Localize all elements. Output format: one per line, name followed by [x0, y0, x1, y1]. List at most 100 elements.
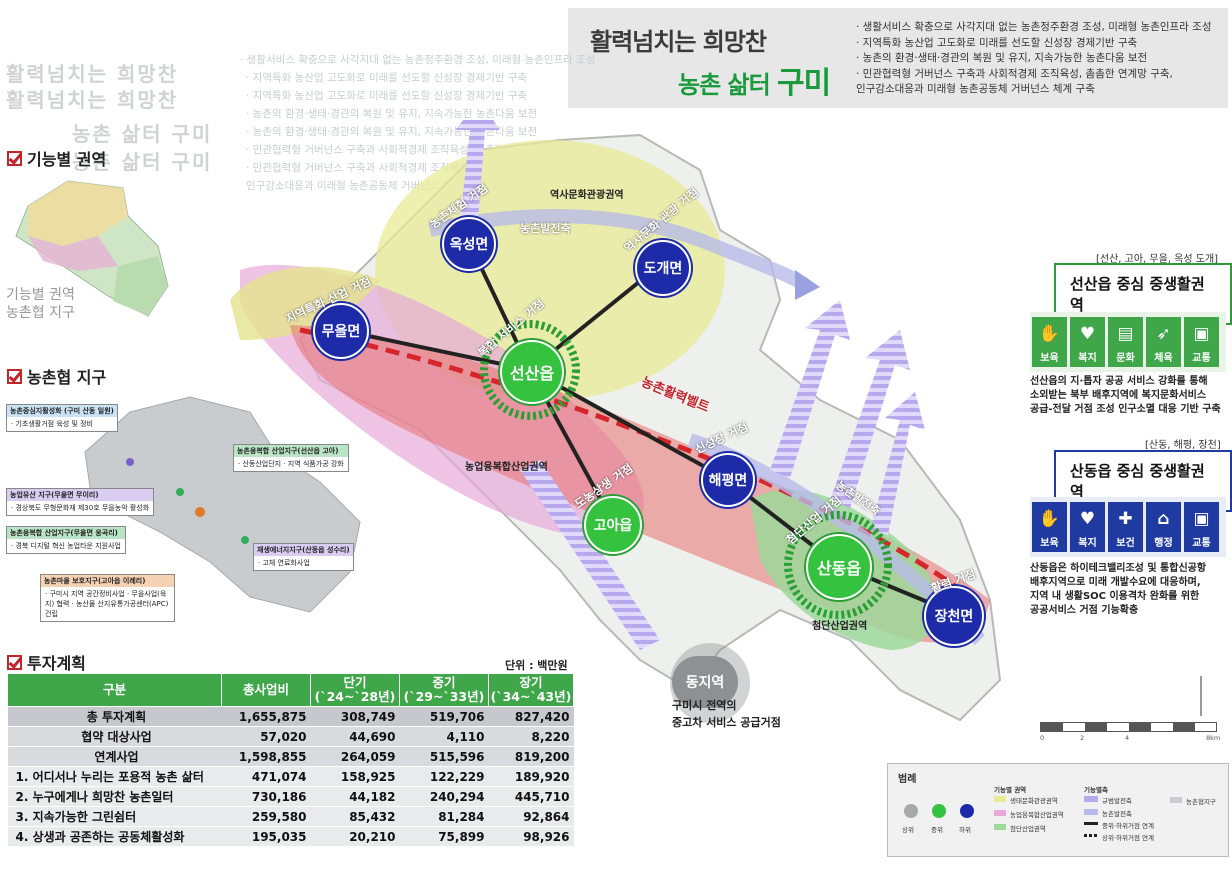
table-cell-name: 협약 대상사업: [7, 726, 222, 747]
ghost-title-b: 활력넘치는 희망찬: [6, 88, 179, 112]
service-label: 행정: [1154, 538, 1173, 549]
table-cell-name: 총 투자계획: [7, 706, 222, 727]
node-mueul: 무을면: [313, 303, 369, 359]
building-icon: ⌂: [1157, 509, 1170, 529]
table-cell-name: 3. 지속가능한 그린쉼터: [7, 806, 222, 827]
table-cell-total: 1,655,875: [221, 706, 311, 727]
node-seonsan: 선산읍: [500, 340, 564, 404]
label-axis: 농촌발전축: [520, 222, 571, 235]
legend-label: 규범발전축: [1102, 797, 1132, 805]
table-cell-total: 730,186: [221, 786, 311, 807]
node-jangcheon: 장천면: [924, 586, 984, 646]
legend-swatch: [1170, 797, 1182, 803]
service-label: 교통: [1192, 538, 1211, 549]
service-label: 보육: [1040, 353, 1059, 364]
legend-label: 생태문화관광권역: [1010, 797, 1058, 805]
label-zone-history: 역사문화관광권역: [550, 190, 624, 201]
zone2-icons: ✋보육♥복지✚보건⌂행정▣교통: [1032, 502, 1219, 552]
bullet-item: 인구감소대응과 미래형 농촌공동체 거버넌스 체계 구축: [856, 83, 1095, 95]
table-cell-long: 819,200: [488, 746, 574, 767]
table-header: 단기 (`24~`28년): [310, 673, 400, 707]
legend-label: 상위: [902, 826, 914, 834]
heart-icon: ♥: [1079, 324, 1096, 344]
legend-swatch: [994, 810, 1006, 816]
service-tile: ▣교통: [1184, 317, 1219, 367]
node-dongjiyeok: 동지역: [672, 656, 738, 708]
runner-icon: ➶: [1156, 324, 1171, 344]
label-dongjiyeok-desc: 중고차 서비스 공급거점: [672, 716, 781, 729]
zone2-desc: 산동읍은 하이테크밸리조성 및 통합신공항 배후지역으로 미래 개발수요에 대응…: [1030, 563, 1207, 616]
zone1-icons: ✋보육♥복지▤문화➶체육▣교통: [1032, 317, 1219, 367]
table-cell-name: 1. 어디서나 누리는 포용적 농촌 삶터: [7, 766, 222, 787]
table-header: 구분: [7, 673, 222, 707]
section-heading-district: 농촌협 지구: [7, 364, 106, 388]
service-tile: ⌂ 행정: [1146, 502, 1181, 552]
ghost-bullet: · 농촌의 환경·생태·경관의 복원 및 유지, 지속가능한 농촌다움 보전: [246, 108, 538, 120]
ghost-bullet: · 지역특화 농산업 고도화로 미래를 선도할 신성장 경제기반 구축: [246, 90, 528, 102]
table-cell-long: 445,710: [488, 786, 574, 807]
book-icon: ▤: [1117, 324, 1134, 344]
train-icon: ▣: [1193, 509, 1210, 529]
ghost-bullet: · 지역특화 농산업 고도화로 미래를 선도할 신성장 경제기반 구축: [246, 72, 528, 84]
node-okseong: 옥성면: [442, 217, 496, 271]
service-label: 복지: [1078, 353, 1097, 364]
node-sandong: 산동읍: [806, 534, 872, 600]
table-cell-short: 44,690: [310, 726, 400, 747]
table-header-row: 구분 총사업비 단기 (`24~`28년) 중기 (`29~`33년) 장기 (…: [7, 673, 574, 707]
service-tile: ▣ 교통: [1184, 502, 1219, 552]
table-header: 총사업비: [221, 673, 311, 707]
north-arrow-icon: [1200, 676, 1202, 716]
node-dogae: 도개면: [635, 240, 691, 296]
legend-label: 중위·하위거점 연계: [1102, 822, 1154, 830]
legend-swatch: [994, 796, 1006, 802]
zone1-icon-panel: ✋보육♥복지▤문화➶체육▣교통: [1030, 312, 1226, 372]
vision-bullets: · 생활서비스 확충으로 사각지대 없는 농촌정주환경 조성, 미래형 농촌인프…: [856, 20, 1226, 98]
legend-label: 상위·하위거점 연계: [1102, 834, 1154, 842]
table-cell-mid: 515,596: [399, 746, 489, 767]
hands-icon: ✋: [1038, 509, 1061, 529]
legend-swatch: [994, 824, 1006, 830]
legend: 범례 상위 중위 하위 기능별 권역 생태문화관광권역 농업융복합산업권역 첨단…: [887, 763, 1229, 857]
section-heading-function: 기능별 권역: [7, 146, 106, 170]
label-zone-agri: 농업융복합산업권역: [465, 462, 548, 473]
ghost-section-text: 기능별 권역: [6, 287, 75, 303]
ghost-section-text: 농촌협 지구: [6, 305, 75, 321]
district-callout: 농업유산 지구(무을면 무이리)· 경상북도 무형문화재 제30호 무을농악 활…: [6, 488, 155, 516]
bullet-item: · 농촌의 환경·생태·경관의 복원 및 유지, 지속가능한 농촌다움 보전: [856, 52, 1148, 64]
train-icon: ▣: [1193, 324, 1210, 344]
table-cell-mid: 122,229: [399, 766, 489, 787]
district-callout: 농촌마을 보호지구(고아읍 이례리)· 구미시 지역 공간정비사업 · 무을사업…: [40, 574, 175, 622]
table-cell-short: 158,925: [310, 766, 400, 787]
service-tile: ✋ 보육: [1032, 502, 1067, 552]
investment-table: 구분 총사업비 단기 (`24~`28년) 중기 (`29~`33년) 장기 (…: [7, 673, 574, 847]
table-header: 중기 (`29~`33년): [399, 673, 489, 707]
table-cell-short: 85,432: [310, 806, 400, 827]
service-label: 문화: [1116, 353, 1135, 364]
service-tile: ✚보건: [1108, 502, 1143, 552]
title-line2: 농촌 삶터 구미: [678, 66, 831, 101]
table-cell-long: 92,864: [488, 806, 574, 827]
legend-swatch: [1084, 834, 1098, 837]
link-line: [339, 328, 531, 372]
checkbox-icon: [7, 150, 22, 166]
hands-icon: ✋: [1038, 324, 1061, 344]
title-panel: 활력넘치는 희망찬 농촌 삶터 구미 · 생활서비스 확충으로 사각지대 없는 …: [568, 8, 1228, 108]
service-tile: ✋ 보육: [1032, 317, 1067, 367]
table-cell-mid: 81,284: [399, 806, 489, 827]
function-zone-minimap: [15, 180, 169, 317]
legend-swatch: [1084, 809, 1098, 815]
table-cell-name: 4. 상생과 공존하는 공동체활성화: [7, 826, 222, 847]
service-label: 보육: [1040, 538, 1059, 549]
legend-dot-grey: [904, 804, 918, 818]
legend-dot-blue: [960, 804, 974, 818]
legend-dot-green: [932, 804, 946, 818]
link-line: [529, 368, 726, 480]
service-tile: ▤ 문화: [1108, 317, 1143, 367]
district-callout: 농촌중심지활성화 (구미 산동 일원)· 기초생활거점 육성 및 정비: [6, 404, 118, 432]
table-cell-total: 195,035: [221, 826, 311, 847]
section-title: 기능별 권역: [27, 150, 107, 169]
